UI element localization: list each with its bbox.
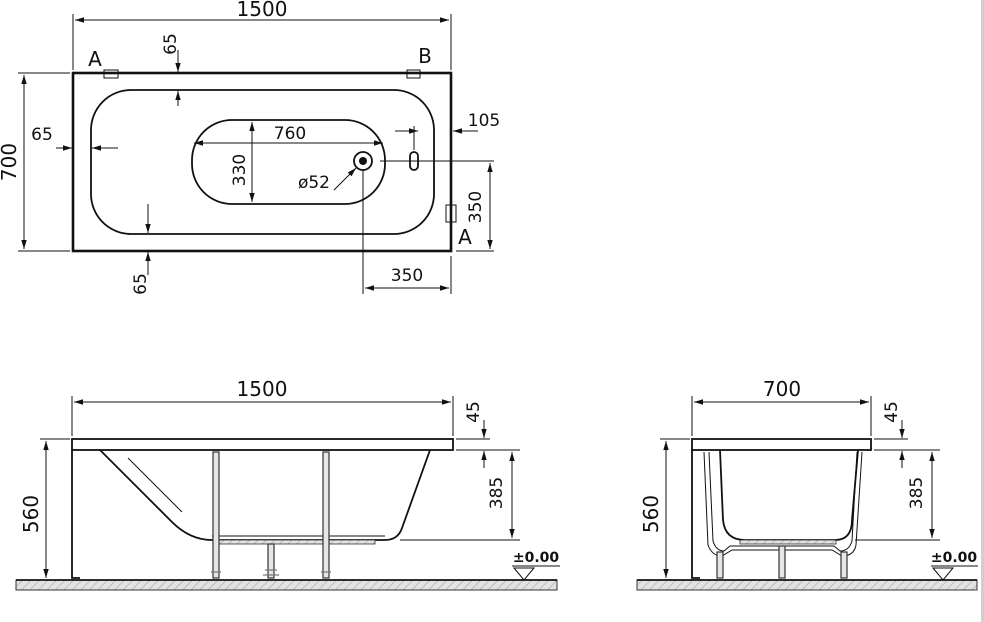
end-width: 700	[763, 377, 801, 401]
side-length: 1500	[237, 377, 288, 401]
end-height: 560	[639, 495, 663, 533]
side-tub-body	[99, 449, 431, 541]
side-view: 1500 45 560 385 ±0.00	[15, 377, 560, 591]
tub-floor	[191, 119, 386, 205]
end-view: 700 45 560 385 ±0.00	[636, 377, 978, 591]
side-leg-2	[322, 451, 330, 579]
clip-a2-icon	[445, 204, 457, 223]
section-b-label: B	[418, 44, 432, 68]
dim-top-width: 700	[0, 143, 21, 181]
side-rim	[71, 438, 454, 451]
dim-top-length: 1500	[237, 0, 288, 21]
end-ground	[636, 579, 978, 591]
side-ground	[15, 579, 558, 591]
dim-rim-bottom: 65	[131, 273, 151, 295]
dim-floor-width: 330	[230, 154, 250, 186]
side-depth: 385	[487, 477, 507, 509]
end-rim	[691, 438, 872, 451]
end-tub-body	[719, 449, 859, 541]
clip-b-icon	[406, 69, 421, 79]
end-drain-pipe	[778, 545, 786, 579]
end-floor-level: ±0.00	[931, 550, 978, 566]
dim-floor-length: 760	[274, 124, 306, 144]
side-floor-level: ±0.00	[513, 550, 560, 566]
tub-outline	[71, 71, 453, 253]
dim-drain-diameter: ø52	[298, 173, 330, 193]
dim-drain-side: 350	[466, 191, 486, 223]
clip-a-icon	[103, 69, 119, 79]
dim-rim-left: 65	[31, 125, 53, 145]
side-leg-1	[212, 451, 220, 579]
section-a-label: A	[88, 47, 102, 71]
end-leg-1	[716, 551, 724, 579]
section-a-side-label: A	[458, 225, 472, 249]
side-rim-thickness: 45	[464, 401, 484, 423]
tub-inner-basin	[90, 89, 435, 235]
end-leg-2	[840, 551, 848, 579]
end-level-icon	[931, 567, 955, 581]
dim-drain-end: 105	[468, 111, 500, 131]
side-height: 560	[19, 495, 43, 533]
dim-drain-bottom: 350	[391, 266, 423, 286]
side-drain-pipe	[267, 543, 275, 579]
side-level-icon	[512, 567, 536, 581]
page-edge	[981, 0, 984, 622]
end-rim-thickness: 45	[882, 401, 902, 423]
top-view: 1500 700 65 65 65 760 330 ø52 105	[0, 0, 500, 295]
drain-center	[359, 157, 367, 165]
dim-rim-top: 65	[161, 33, 181, 55]
end-depth: 385	[907, 477, 927, 509]
